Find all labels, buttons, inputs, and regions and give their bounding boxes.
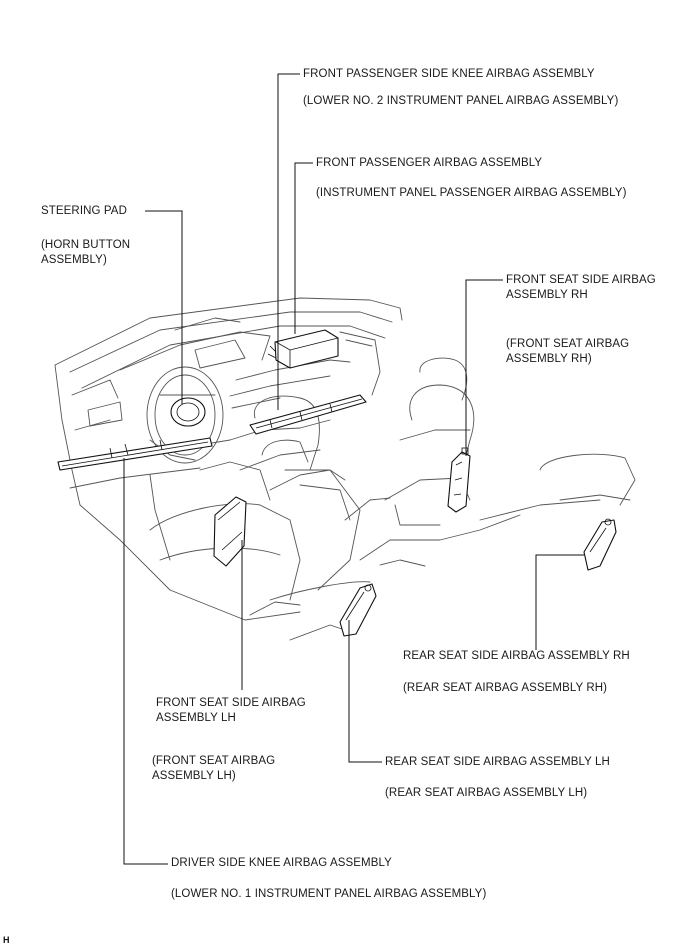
front-passenger-knee-airbag-part — [249, 394, 367, 435]
driver-knee-airbag-label: DRIVER SIDE KNEE AIRBAG ASSEMBLY — [171, 857, 392, 869]
front-seat-lh-airbag-alt-label-line1: (FRONT SEAT AIRBAG — [152, 755, 276, 767]
rear-seat-lh-airbag-part — [339, 583, 377, 637]
front-passenger-knee-airbag-alt-label: (LOWER NO. 2 INSTRUMENT PANEL AIRBAG ASS… — [303, 95, 619, 107]
front-passenger-airbag-label: FRONT PASSENGER AIRBAG ASSEMBLY — [316, 157, 543, 169]
corner-mark: H — [3, 935, 10, 945]
front-seat-lh-airbag-label-line1: FRONT SEAT SIDE AIRBAG — [156, 697, 306, 709]
steering-pad-part — [170, 397, 206, 427]
rear-seat-rh-airbag-part — [583, 518, 617, 571]
steering-pad-label: STEERING PAD — [41, 205, 127, 217]
rear-seat-rh-airbag-alt-label: (REAR SEAT AIRBAG ASSEMBLY RH) — [403, 682, 608, 694]
front-seat-rh-airbag-alt-label-line1: (FRONT SEAT AIRBAG — [506, 338, 630, 350]
rear-seat-lh-airbag-alt-label: (REAR SEAT AIRBAG ASSEMBLY LH) — [385, 787, 588, 799]
rear-seat-lh-airbag-label: REAR SEAT SIDE AIRBAG ASSEMBLY LH — [385, 756, 610, 768]
steering-pad-alt-label-line2: ASSEMBLY) — [41, 254, 107, 266]
front-seat-lh-airbag-alt-label-line2: ASSEMBLY LH) — [152, 770, 236, 782]
driver-knee-airbag-alt-label: (LOWER NO. 1 INSTRUMENT PANEL AIRBAG ASS… — [171, 888, 487, 900]
front-passenger-knee-airbag-label: FRONT PASSENGER SIDE KNEE AIRBAG ASSEMBL… — [303, 68, 595, 80]
front-seat-lh-airbag-label-line2: ASSEMBLY LH — [156, 712, 236, 724]
steering-pad-alt-label-line1: (HORN BUTTON — [41, 239, 131, 251]
rear-seat-rh-airbag-label: REAR SEAT SIDE AIRBAG ASSEMBLY RH — [403, 650, 630, 662]
front-passenger-airbag-part — [267, 329, 339, 369]
front-seat-rh-airbag-label-line2: ASSEMBLY RH — [506, 289, 588, 301]
driver-knee-airbag-part — [57, 437, 213, 471]
leader-lines — [123, 73, 584, 865]
front-seat-lh-airbag-part — [213, 496, 247, 567]
front-seat-rh-airbag-alt-label-line2: ASSEMBLY RH) — [506, 353, 592, 365]
front-seat-rh-airbag-label-line1: FRONT SEAT SIDE AIRBAG — [506, 274, 656, 286]
front-seat-rh-airbag-part — [447, 447, 471, 513]
front-passenger-airbag-alt-label: (INSTRUMENT PANEL PASSENGER AIRBAG ASSEM… — [316, 187, 627, 199]
